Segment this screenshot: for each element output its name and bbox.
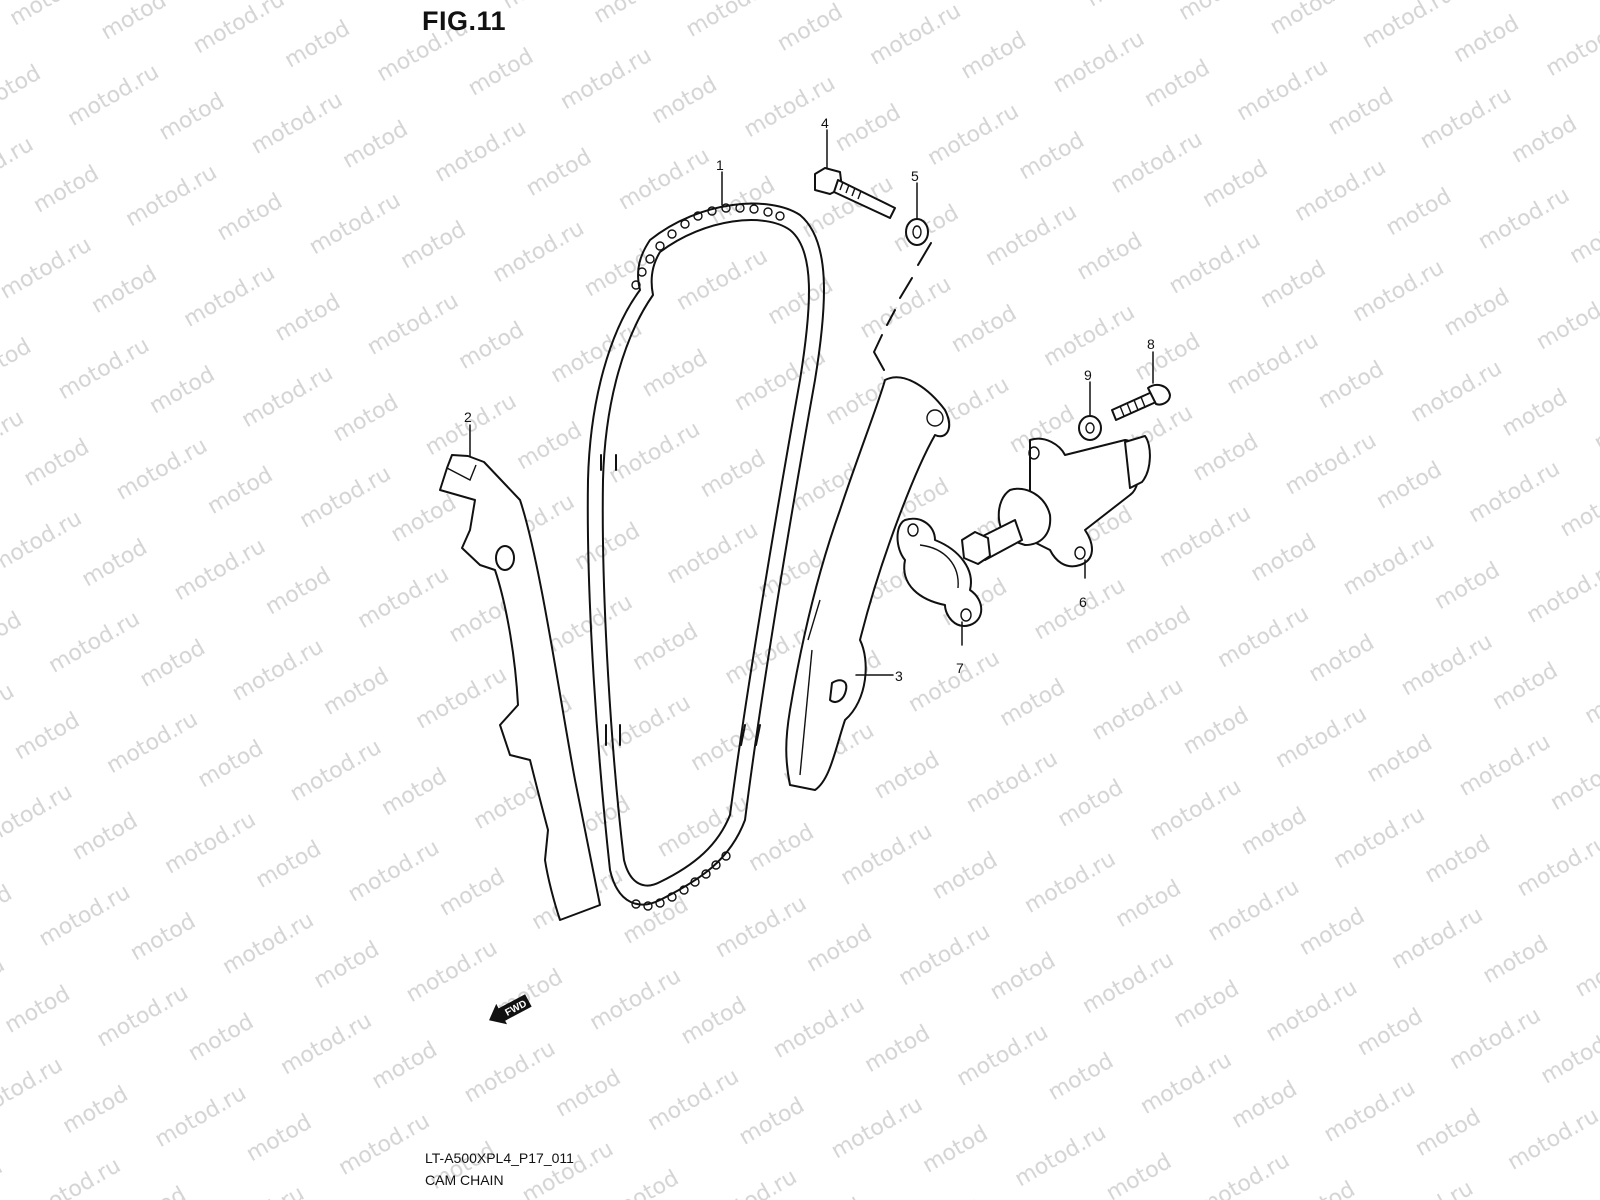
- callout-7: 7: [956, 660, 964, 676]
- callout-8: 8: [1147, 336, 1155, 352]
- chain-links-bottom: [631, 851, 731, 911]
- fwd-direction-marker: FWD: [489, 994, 532, 1025]
- callout-1: 1: [716, 157, 724, 173]
- callout-4: 4: [821, 115, 829, 131]
- callout-6: 6: [1079, 594, 1087, 610]
- callouts: 1 2 3 4 5 6 7 8 9: [464, 115, 1155, 684]
- arrow-left-down-icon: [489, 994, 532, 1025]
- chain-links-top: [631, 203, 785, 290]
- cam-chain-tensioner[interactable]: [785, 376, 951, 791]
- adjuster-washer[interactable]: [1078, 415, 1102, 441]
- cam-chain-guide[interactable]: [439, 454, 601, 921]
- washer[interactable]: [905, 218, 929, 246]
- figure-name: CAM CHAIN: [425, 1172, 504, 1188]
- adjuster-bolt[interactable]: [1111, 383, 1171, 421]
- tensioner-adjuster[interactable]: [961, 435, 1151, 568]
- callout-5: 5: [911, 168, 919, 184]
- tensioner-bolt[interactable]: [814, 167, 896, 219]
- assembly-line: [873, 242, 932, 371]
- fwd-label: FWD: [504, 998, 529, 1018]
- figure-code: LT-A500XPL4_P17_011: [425, 1150, 574, 1166]
- callout-3: 3: [895, 668, 903, 684]
- callout-9: 9: [1084, 367, 1092, 383]
- gasket[interactable]: [896, 517, 983, 627]
- cam-chain[interactable]: [586, 202, 825, 911]
- figure-title: FIG.11: [422, 6, 507, 36]
- callout-2: 2: [464, 409, 472, 425]
- leader-lines: [469, 129, 1154, 676]
